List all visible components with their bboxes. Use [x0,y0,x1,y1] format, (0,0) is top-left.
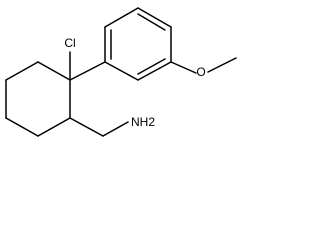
bond-ring-ch2 [69,117,104,137]
ring-bond-c2-c3 [37,117,71,137]
bond-aryl-oxygen [170,61,197,74]
bond-ch2-n [102,121,129,137]
chemical-structure-diagram: Cl O NH2 [5,7,237,137]
bond-oxygen-methyl [207,57,237,73]
aryl-bond-5 [137,61,172,81]
aryl-bond-6 [104,61,139,81]
aryl-double-bond-c [137,58,166,75]
aryl-bond-3 [137,7,172,28]
benzene-ring [104,7,172,81]
aryl-bond-2 [104,7,139,28]
oxygen-label: O [196,65,205,79]
cyclohexane-ring [5,61,71,137]
amine-label: NH2 [131,115,155,129]
ring-bond-c5-c6 [5,61,39,81]
ring-bond-c6-c1 [37,61,71,81]
bond-c1-aryl [69,61,106,81]
chlorine-label: Cl [64,36,75,50]
aryl-double-bond-b [137,13,166,31]
ring-bond-c3-c4 [5,117,39,137]
